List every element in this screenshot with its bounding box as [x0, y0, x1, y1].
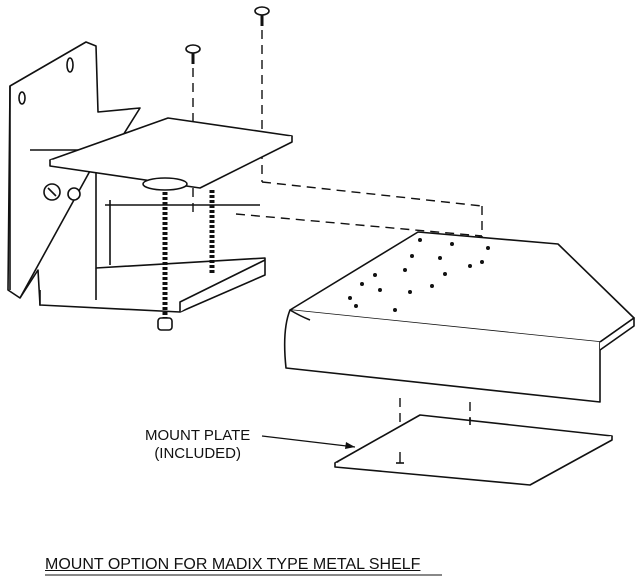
- bracket: [7, 41, 293, 331]
- mount-plate-label-line2: (INCLUDED): [154, 445, 241, 462]
- mount-plate-label: MOUNT PLATE (INCLUDED): [145, 427, 250, 463]
- mount-plate: [334, 414, 613, 486]
- screw-icon: [185, 44, 201, 64]
- screw-icon: [254, 6, 270, 26]
- leader-line: [261, 435, 356, 448]
- metal-shelf: [283, 231, 635, 403]
- mount-plate-label-line1: MOUNT PLATE: [145, 427, 251, 444]
- diagram-title: MOUNT OPTION FOR MADIX TYPE METAL SHELF: [45, 556, 421, 573]
- shelf-holes: [348, 238, 490, 312]
- leader-arrowhead: [345, 442, 355, 449]
